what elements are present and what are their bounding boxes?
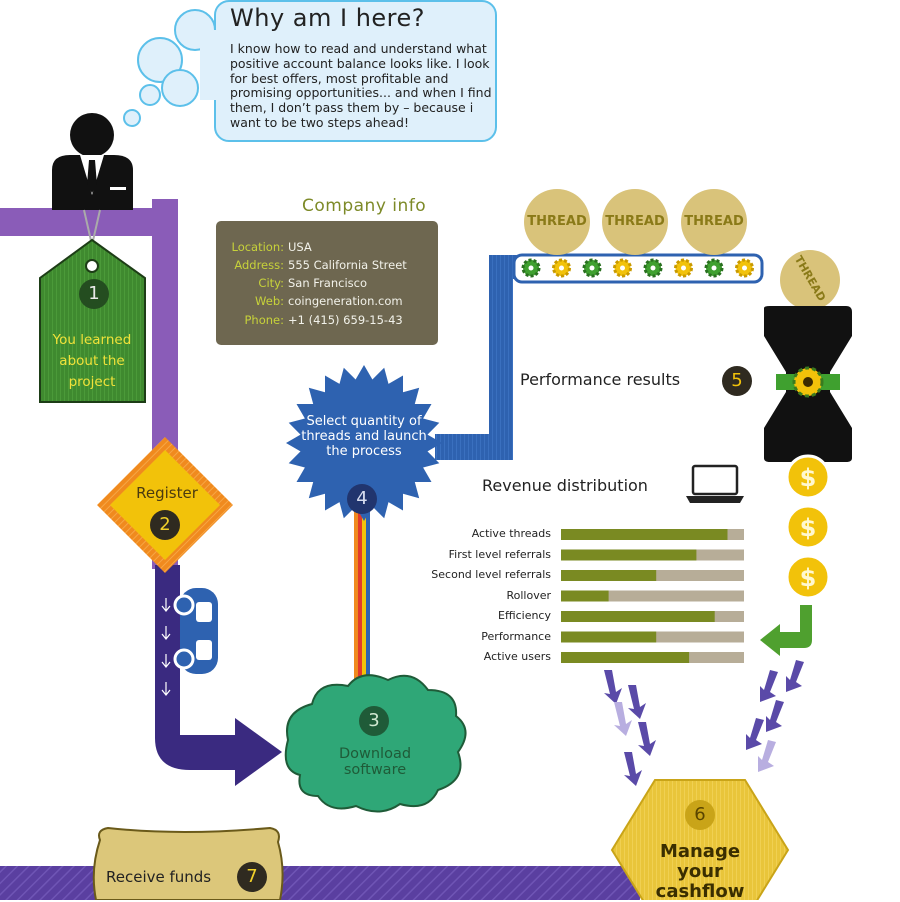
company-phone-label: Phone: bbox=[244, 313, 285, 327]
hourglass-gear-icon bbox=[776, 366, 840, 398]
step-4-number: 4 bbox=[347, 484, 377, 514]
bar-fill bbox=[561, 549, 697, 561]
step-2-label: Register bbox=[136, 484, 198, 502]
step-6-hexagon bbox=[610, 779, 790, 900]
gear-hub bbox=[711, 265, 717, 271]
company-city-label: City: bbox=[258, 276, 284, 290]
step-5-number: 5 bbox=[722, 366, 752, 396]
laptop-icon bbox=[686, 464, 744, 503]
company-city-value: San Francisco bbox=[288, 276, 368, 290]
company-location-row: Location: USA bbox=[218, 238, 438, 256]
bar-label: Active users bbox=[483, 650, 551, 663]
gear-hub bbox=[589, 265, 595, 271]
step-1-label: You learned about the project bbox=[52, 332, 132, 390]
gear-hub bbox=[528, 265, 534, 271]
revenue-bars bbox=[561, 529, 744, 663]
company-phone-value: +1 (415) 659-15-43 bbox=[288, 313, 403, 327]
thought-bubble bbox=[123, 0, 497, 142]
company-location-value: USA bbox=[288, 240, 312, 254]
step-7-number: 7 bbox=[237, 862, 267, 892]
gear-hub bbox=[559, 265, 564, 271]
step-2-number: 2 bbox=[150, 510, 180, 540]
gear-hub bbox=[650, 265, 656, 271]
bar-fill bbox=[561, 631, 657, 643]
company-address-value: 555 California Street bbox=[288, 258, 407, 272]
gear-hub bbox=[681, 265, 686, 271]
company-city-row: City: San Francisco bbox=[218, 274, 438, 292]
green-return-arrow bbox=[760, 605, 812, 656]
thread-coin-label-1: THREAD bbox=[527, 214, 587, 229]
company-web-row: Web: coingeneration.com bbox=[218, 292, 438, 310]
step-2-diamond bbox=[97, 437, 233, 573]
down-arrows-left bbox=[161, 598, 171, 696]
bar-label: Efficiency bbox=[498, 609, 551, 622]
revenue-title: Revenue distribution bbox=[482, 476, 648, 495]
dollar-coins bbox=[785, 454, 831, 600]
company-location-label: Location: bbox=[231, 240, 284, 254]
falling-arrows bbox=[604, 660, 804, 786]
bar-label: Active threads bbox=[471, 527, 551, 540]
rainbow-cable bbox=[354, 500, 370, 695]
dollar-coin-symbol-2: $ bbox=[799, 514, 817, 542]
bar-label: Rollover bbox=[506, 588, 551, 602]
bubble-body: I know how to read and understand what p… bbox=[230, 41, 492, 130]
step-1-tag bbox=[39, 238, 146, 403]
step-1-number: 1 bbox=[79, 279, 109, 309]
man-icon bbox=[52, 113, 133, 246]
conveyor-gears bbox=[521, 258, 754, 278]
gear-hub bbox=[620, 265, 625, 271]
company-info-box bbox=[216, 221, 438, 345]
step-4-label: Select quantity of threads and launch th… bbox=[301, 414, 427, 459]
car-icon bbox=[173, 588, 218, 674]
bar-fill bbox=[561, 529, 728, 540]
bar-label: Performance bbox=[481, 629, 551, 643]
bar-fill bbox=[561, 570, 657, 581]
company-phone-row: Phone:+1 (415) 659-15-43 bbox=[218, 311, 438, 329]
bar-track bbox=[561, 590, 744, 602]
company-title: Company info bbox=[302, 196, 427, 216]
step-4-starburst bbox=[286, 365, 442, 521]
step-5-label: Performance results bbox=[520, 370, 681, 389]
company-web-label: Web: bbox=[255, 294, 284, 308]
company-address-label: Address: bbox=[234, 258, 284, 272]
company-web-value: coingeneration.com bbox=[288, 294, 403, 308]
bar-fill bbox=[561, 652, 690, 663]
step-6-label: Manage your cashflow bbox=[655, 841, 745, 902]
bar-label: Second level referrals bbox=[431, 568, 551, 581]
bar-fill bbox=[561, 590, 609, 602]
thread-coin-label-2: THREAD bbox=[605, 214, 665, 229]
bar-label: First level referrals bbox=[448, 547, 551, 561]
step-3-cloud bbox=[284, 674, 467, 813]
step-7-label: Receive funds bbox=[106, 868, 212, 886]
thread-coin-label-3: THREAD bbox=[684, 214, 744, 229]
step-3-label: Download software bbox=[338, 746, 412, 778]
step-6-number: 6 bbox=[685, 800, 715, 830]
dollar-coin-symbol-3: $ bbox=[799, 564, 817, 592]
step-3-number: 3 bbox=[359, 706, 389, 736]
blue-path bbox=[435, 255, 529, 460]
conveyor-belt bbox=[512, 253, 764, 284]
gear-hub bbox=[742, 265, 747, 271]
bubble-title: Why am I here? bbox=[230, 4, 426, 32]
bar-fill bbox=[561, 611, 715, 622]
company-address-row: Address: 555 California Street bbox=[218, 256, 438, 274]
thread-coins bbox=[524, 189, 840, 310]
dollar-coin-symbol-1: $ bbox=[799, 464, 817, 492]
